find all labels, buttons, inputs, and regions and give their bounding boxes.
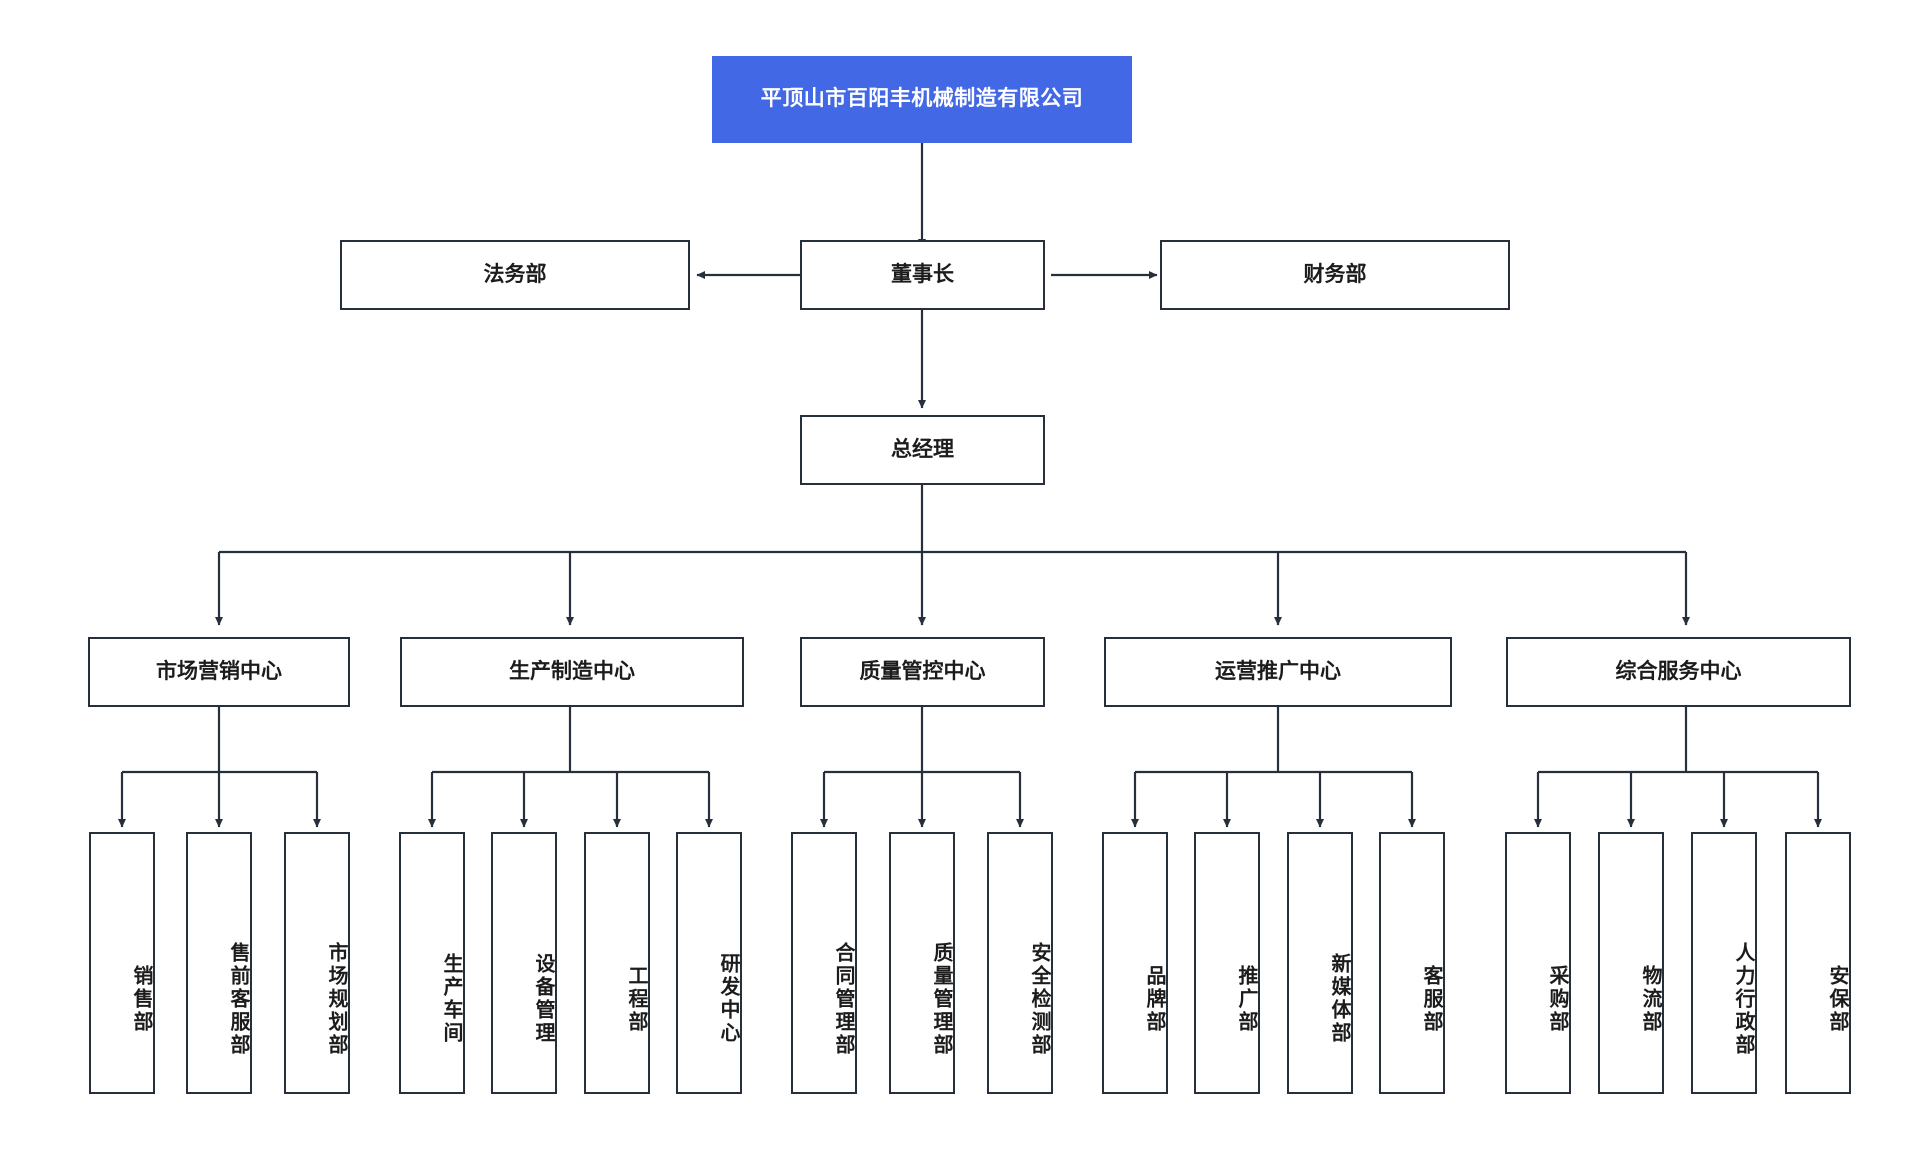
node-leaf-brand[interactable]: 品牌部	[1102, 832, 1168, 1094]
node-leaf-safety-inspection[interactable]: 安全检测部	[987, 832, 1053, 1094]
node-leaf-procurement[interactable]: 采购部	[1505, 832, 1571, 1094]
node-leaf-quality-management[interactable]: 质量管理部	[889, 832, 955, 1094]
node-leaf-promotion[interactable]: 推广部	[1194, 832, 1260, 1094]
node-label: 董事长	[891, 262, 954, 286]
node-label: 运营推广中心	[1215, 659, 1341, 683]
node-label: 合同管理部	[832, 941, 854, 1057]
node-leaf-production-workshop[interactable]: 生产车间	[399, 832, 465, 1094]
node-label: 生产车间	[440, 953, 462, 1045]
node-label: 研发中心	[717, 953, 739, 1045]
node-company-root[interactable]: 平顶山市百阳丰机械制造有限公司	[712, 56, 1132, 143]
node-general-manager[interactable]: 总经理	[800, 415, 1045, 485]
node-center-production[interactable]: 生产制造中心	[400, 637, 744, 707]
node-label: 售前客服部	[227, 941, 249, 1057]
node-label: 人力行政部	[1732, 941, 1754, 1057]
node-center-operations[interactable]: 运营推广中心	[1104, 637, 1452, 707]
node-label: 采购部	[1546, 964, 1568, 1034]
node-label: 物流部	[1639, 964, 1661, 1034]
node-legal-department[interactable]: 法务部	[340, 240, 690, 310]
node-leaf-rnd-center[interactable]: 研发中心	[676, 832, 742, 1094]
node-label: 客服部	[1420, 964, 1442, 1034]
node-label: 综合服务中心	[1615, 659, 1742, 683]
node-chairman[interactable]: 董事长	[800, 240, 1045, 310]
node-label: 质量管控中心	[859, 659, 986, 683]
node-label: 质量管理部	[930, 941, 952, 1057]
node-leaf-logistics[interactable]: 物流部	[1598, 832, 1664, 1094]
node-label: 财务部	[1303, 262, 1367, 286]
node-label: 推广部	[1235, 964, 1257, 1034]
node-leaf-new-media[interactable]: 新媒体部	[1287, 832, 1353, 1094]
node-leaf-security[interactable]: 安保部	[1785, 832, 1851, 1094]
node-center-general-services[interactable]: 综合服务中心	[1506, 637, 1851, 707]
node-label: 市场规划部	[325, 941, 347, 1057]
node-label: 安全检测部	[1028, 941, 1050, 1057]
node-label: 设备管理	[532, 953, 554, 1045]
node-leaf-customer-service[interactable]: 客服部	[1379, 832, 1445, 1094]
node-leaf-engineering[interactable]: 工程部	[584, 832, 650, 1094]
node-finance-department[interactable]: 财务部	[1160, 240, 1510, 310]
node-leaf-hr-administration[interactable]: 人力行政部	[1691, 832, 1757, 1094]
node-leaf-market-planning[interactable]: 市场规划部	[284, 832, 350, 1094]
node-center-marketing[interactable]: 市场营销中心	[88, 637, 350, 707]
node-leaf-sales[interactable]: 销售部	[89, 832, 155, 1094]
node-label: 品牌部	[1143, 964, 1165, 1034]
node-leaf-contract-management[interactable]: 合同管理部	[791, 832, 857, 1094]
node-label: 生产制造中心	[509, 659, 635, 683]
node-label: 总经理	[891, 437, 954, 461]
node-label: 工程部	[625, 964, 647, 1034]
node-label: 销售部	[130, 964, 152, 1034]
node-label: 法务部	[483, 262, 547, 286]
node-leaf-presales-service[interactable]: 售前客服部	[186, 832, 252, 1094]
node-center-quality[interactable]: 质量管控中心	[800, 637, 1045, 707]
node-label: 安保部	[1826, 964, 1848, 1034]
node-label: 新媒体部	[1328, 953, 1350, 1045]
node-label: 市场营销中心	[156, 659, 282, 683]
node-label: 平顶山市百阳丰机械制造有限公司	[760, 87, 1084, 111]
node-leaf-equipment-management[interactable]: 设备管理	[491, 832, 557, 1094]
